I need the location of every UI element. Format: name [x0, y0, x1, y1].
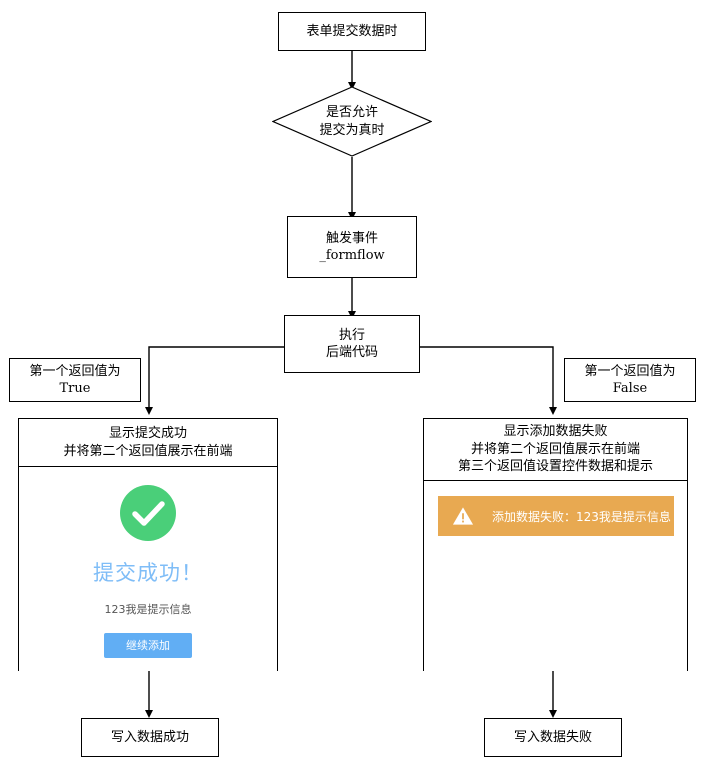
node-start[interactable]: 表单提交数据时 — [278, 12, 426, 51]
node-execute-line2: 后端代码 — [325, 345, 378, 360]
continue-add-button[interactable]: 继续添加 — [104, 633, 192, 658]
label-false-line2: False — [612, 381, 648, 396]
node-trigger-event[interactable]: 触发事件 _formflow — [287, 216, 417, 278]
label-first-return-false: 第一个返回值为 False — [564, 358, 696, 402]
error-alert-text: 添加数据失败：123我是提示信息 — [492, 509, 671, 524]
label-true-line2: True — [59, 381, 91, 396]
node-trigger-line2: _formflow — [319, 248, 385, 263]
success-title: 提交成功！ — [93, 561, 203, 585]
success-message: 123我是提示信息 — [104, 603, 192, 616]
label-false-line1: 第一个返回值为 — [584, 363, 676, 379]
node-execute-line1: 执行 — [338, 327, 365, 343]
success-header-line1: 显示提交成功 — [108, 426, 187, 442]
node-decision-label: 是否允许 提交为真时 — [272, 86, 432, 157]
failure-header-line3: 第三个返回值设置控件数据和提示 — [457, 459, 653, 475]
label-true-line1: 第一个返回值为 — [29, 363, 121, 379]
success-panel-header: 显示提交成功 并将第二个返回值展示在前端 — [19, 419, 277, 467]
node-end-write-failure[interactable]: 写入数据失败 — [484, 718, 622, 757]
node-start-line1: 表单提交数据时 — [306, 23, 398, 39]
failure-header-line1: 显示添加数据失败 — [503, 424, 608, 440]
node-decision[interactable]: 是否允许 提交为真时 — [272, 86, 432, 157]
success-panel: 显示提交成功 并将第二个返回值展示在前端 提交成功！ 123我是提示信息 继续添… — [18, 418, 278, 671]
node-end-success-line1: 写入数据成功 — [110, 729, 189, 745]
node-trigger-line1: 触发事件 — [325, 230, 378, 246]
node-execute-backend[interactable]: 执行 后端代码 — [284, 315, 420, 373]
label-first-return-true: 第一个返回值为 True — [9, 358, 141, 402]
node-end-failure-line1: 写入数据失败 — [513, 729, 592, 745]
failure-mock-screenshot: 添加数据失败：123我是提示信息 — [424, 481, 687, 671]
node-decision-line2: 提交为真时 — [319, 122, 385, 138]
diamond-shape — [272, 86, 432, 157]
check-circle-icon — [120, 485, 176, 541]
failure-header-line2: 并将第二个返回值展示在前端 — [470, 441, 640, 457]
failure-panel: 显示添加数据失败 并将第二个返回值展示在前端 第三个返回值设置控件数据和提示 添… — [423, 418, 688, 671]
warning-triangle-icon — [452, 507, 474, 525]
node-decision-line1: 是否允许 — [325, 105, 378, 121]
error-alert-banner[interactable]: 添加数据失败：123我是提示信息 — [438, 496, 674, 536]
failure-panel-header: 显示添加数据失败 并将第二个返回值展示在前端 第三个返回值设置控件数据和提示 — [424, 419, 687, 481]
success-header-line2: 并将第二个返回值展示在前端 — [63, 443, 233, 459]
success-mock-screenshot: 提交成功！ 123我是提示信息 继续添加 — [19, 467, 277, 671]
edge-execute-to-failure-panel — [420, 346, 557, 415]
node-end-write-success[interactable]: 写入数据成功 — [81, 718, 219, 757]
edge-execute-to-success-panel — [145, 346, 284, 415]
